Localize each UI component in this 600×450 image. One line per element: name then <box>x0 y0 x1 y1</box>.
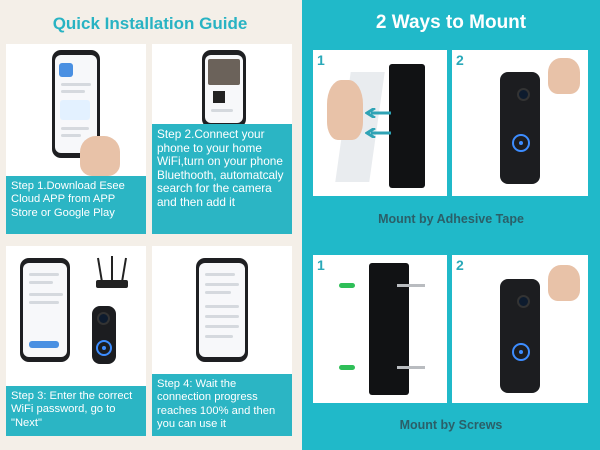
step1-text: Step 1.Download Esee Cloud APP from APP … <box>6 176 146 234</box>
arrow-icon <box>365 108 391 118</box>
step2-text: Step 2.Connect your phone to your home W… <box>152 124 292 234</box>
router-icon <box>96 256 128 288</box>
adhesive-step1-image: 1 <box>313 50 447 196</box>
mount-plate <box>389 64 425 188</box>
screws-step2-number: 2 <box>456 257 464 273</box>
mount-title: 2 Ways to Mount <box>375 12 527 33</box>
phone-icon <box>202 50 246 128</box>
hand-image <box>548 58 580 94</box>
adhesive-step1-number: 1 <box>317 52 325 68</box>
screws-caption: Mount by Screws <box>399 418 503 432</box>
screws-step1-image: 1 <box>313 255 447 403</box>
doorbell-image <box>92 306 116 364</box>
step4-text: Step 4: Wait the connection progress rea… <box>152 374 292 436</box>
phone-icon <box>196 258 248 362</box>
adhesive-caption: Mount by Adhesive Tape <box>378 212 524 226</box>
hand-image <box>327 80 363 140</box>
wall-anchor <box>339 365 355 370</box>
wall-anchor <box>339 283 355 288</box>
screws-step1-number: 1 <box>317 257 325 273</box>
mount-plate <box>369 263 409 395</box>
screws-step2-image: 2 <box>452 255 588 403</box>
hand-image <box>80 136 120 176</box>
screw-icon <box>397 284 425 287</box>
adhesive-step2-number: 2 <box>456 52 464 68</box>
guide-title: Quick Installation Guide <box>52 14 248 33</box>
doorbell-image <box>500 279 540 393</box>
step3-text: Step 3: Enter the correct WiFi password,… <box>6 386 146 436</box>
hand-image <box>548 265 580 301</box>
arrow-icon <box>365 128 391 138</box>
phone-icon <box>52 50 100 158</box>
doorbell-image <box>500 72 540 184</box>
screw-icon <box>397 366 425 369</box>
adhesive-step2-image: 2 <box>452 50 588 196</box>
phone-icon <box>20 258 70 362</box>
